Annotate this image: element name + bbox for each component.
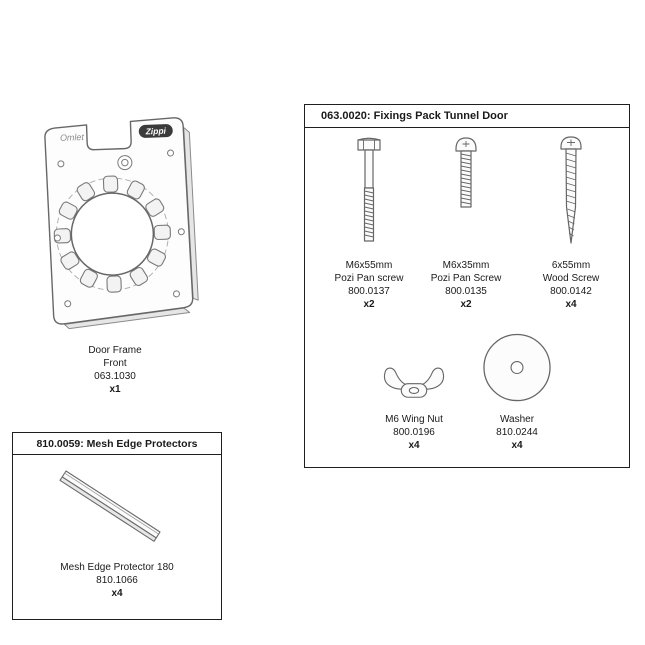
fixings-item-caption: M6x55mm Pozi Pan screw 800.0137 x2 [314,259,424,311]
part-quantity: x4 [111,588,123,599]
mesh-edge-protector-icon [59,470,161,542]
part-number: 800.0137 [348,286,390,297]
fixings-pack-box: 063.0020: Fixings Pack Tunnel Door M6x55… [304,104,630,468]
fixings-item-wing-nut: M6 Wing Nut 800.0196 x4 [359,327,469,452]
part-quantity: x4 [565,299,577,310]
fixings-item-caption: M6 Wing Nut 800.0196 x4 [359,413,469,452]
part-name: Front [103,358,127,369]
fixings-item-wood-screw: 6x55mm Wood Screw 800.0142 x4 [516,135,626,311]
fixings-item-caption: 6x55mm Wood Screw 800.0142 x4 [516,259,626,311]
mesh-edge-protector-caption: Mesh Edge Protector 180 810.1066 x4 [13,561,221,600]
part-number: 063.1030 [94,371,136,382]
mesh-edge-protector-illustration [13,461,221,556]
fixings-pack-title: 063.0020: Fixings Pack Tunnel Door [305,105,629,128]
mesh-edge-protectors-box: 810.0059: Mesh Edge Protectors Mesh Edge… [12,432,222,620]
part-name: M6 Wing Nut [385,414,443,425]
part-quantity: x4 [511,440,523,451]
part-quantity: x4 [408,440,420,451]
part-quantity: x1 [109,384,121,395]
part-quantity: x2 [460,299,472,310]
door-frame-figure: Omlet Zippi [30,106,200,342]
zippi-badge [138,124,173,138]
omlet-logo: Omlet [60,132,85,143]
part-name: 6x55mm [551,260,591,271]
part-quantity: x2 [363,299,375,310]
fixings-item-caption: Washer 810.0244 x4 [462,413,572,452]
part-name: Washer [499,414,535,425]
door-frame-icon: Omlet Zippi [44,117,199,330]
part-name: Wood Screw [542,273,600,284]
part-number: 800.0135 [445,286,487,297]
door-frame-caption: Door Frame Front 063.1030 x1 [30,344,200,396]
part-name: Mesh Edge Protector 180 [60,562,174,573]
fixings-item-washer: Washer 810.0244 x4 [462,327,572,452]
part-name: Door Frame [88,345,142,356]
washer-icon [462,327,572,407]
fixings-item-caption: M6x35mm Pozi Pan Screw 800.0135 x2 [411,259,521,311]
mesh-edge-protectors-title: 810.0059: Mesh Edge Protectors [13,433,221,455]
part-name: M6x35mm [442,260,490,271]
wing-nut-icon [359,327,469,407]
part-number: 810.0244 [496,427,538,438]
part-number: 800.0196 [393,427,435,438]
part-number: 800.0142 [550,286,592,297]
fixings-item-pozi-pan-screw-35: M6x35mm Pozi Pan Screw 800.0135 x2 [411,135,521,311]
part-name: M6x55mm [345,260,393,271]
part-name: Pozi Pan Screw [430,273,502,284]
part-name: Pozi Pan screw [334,273,404,284]
fixings-item-pozi-pan-screw-55: M6x55mm Pozi Pan screw 800.0137 x2 [314,135,424,311]
pan-bolt-short-icon [411,135,521,253]
part-number: 810.1066 [96,575,138,586]
wood-screw-icon [516,135,626,253]
hex-bolt-long-icon [314,135,424,253]
zippi-logo: Zippi [144,126,166,137]
